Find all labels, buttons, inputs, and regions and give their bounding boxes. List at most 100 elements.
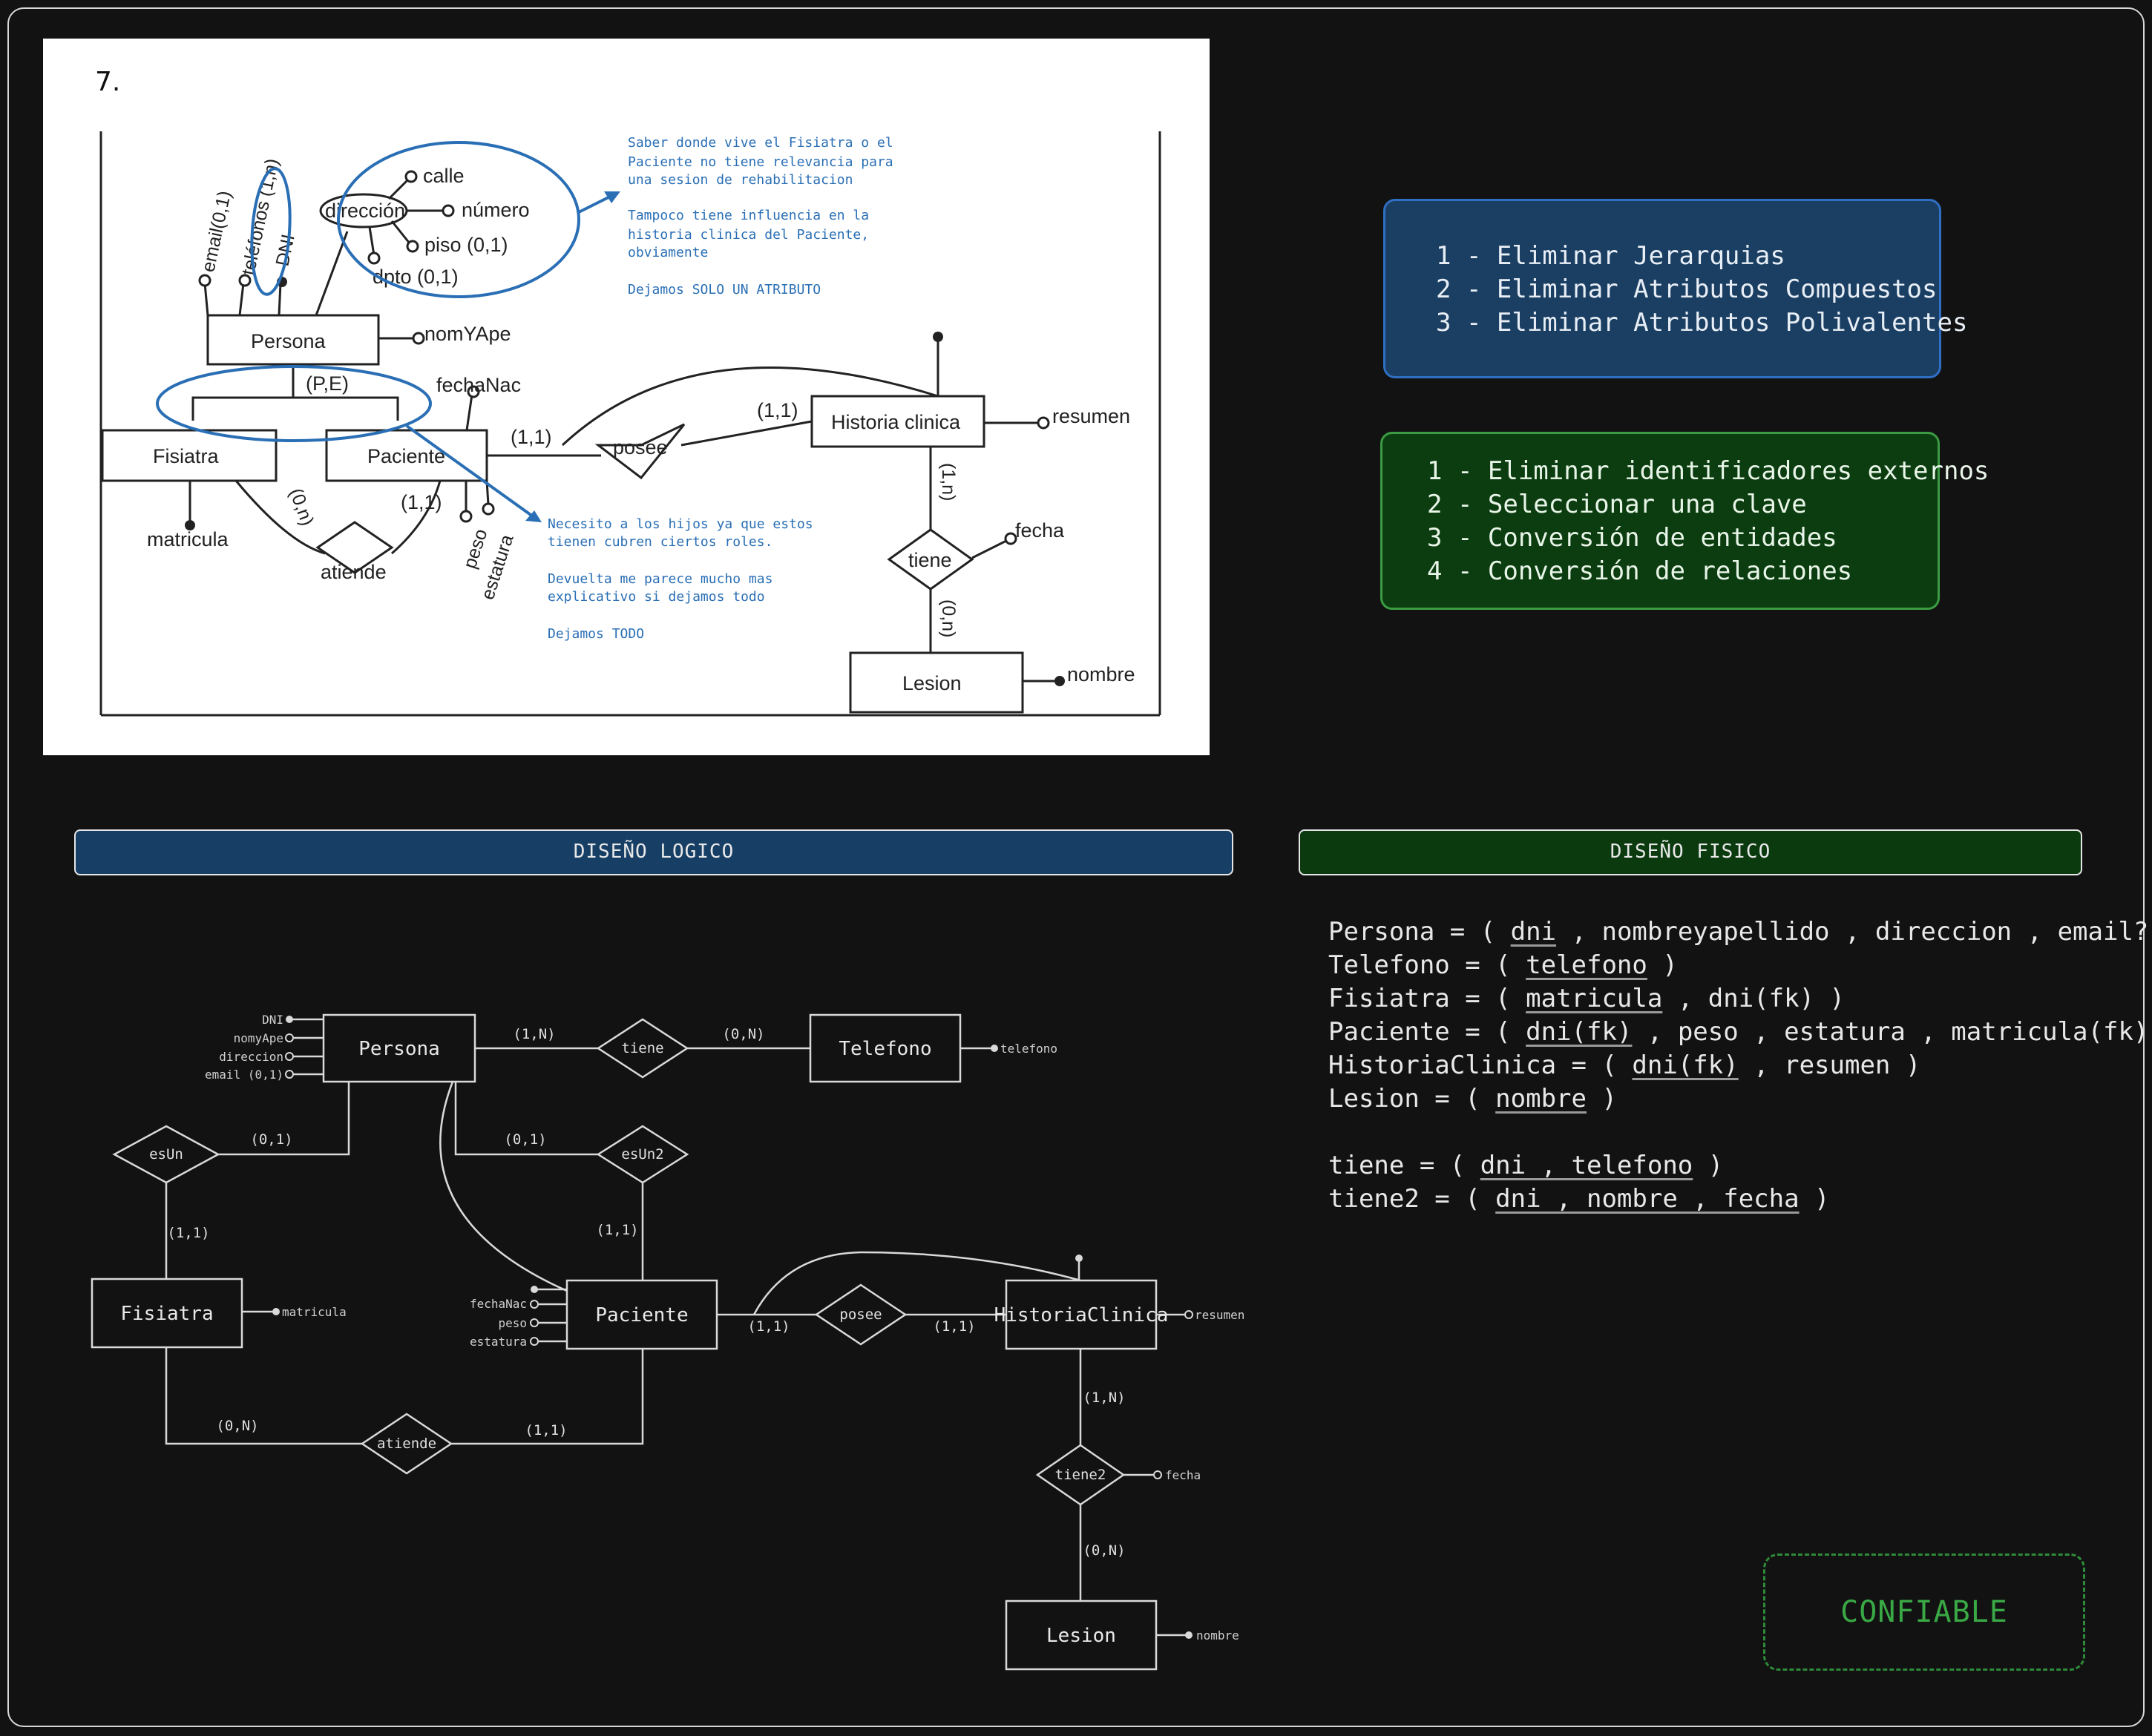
logical-attr-telefono: telefono [1000,1042,1057,1056]
physical-blank-line [1328,1116,2152,1149]
physical-key-segment: dni(fk) [1632,1051,1739,1080]
physical-relation-line: Persona = ( dni , nombreyapellido , dire… [1328,915,2152,949]
svg-text:una sesion de rehabilitacion: una sesion de rehabilitacion [628,172,853,188]
logical-card-atiende-left: (0,N) [216,1418,258,1434]
logical-tiene2-label: tiene2 [1055,1467,1106,1483]
src-card-atiende-right: (1,1) [401,491,442,513]
physical-text-segment: , peso , estatura , matricula(fk) ) [1632,1017,2152,1047]
logical-attr-email: email (0,1) [205,1068,283,1082]
logical-card-posee-left: (1,1) [747,1318,790,1335]
svg-text:Dejamos TODO: Dejamos TODO [548,626,644,642]
src-fisiatra-label: Fisiatra [153,445,219,467]
logical-card-esun-top: (0,1) [250,1131,292,1148]
annot-direccion-circle [337,141,580,298]
physical-design-text: Persona = ( dni , nombreyapellido , dire… [1328,915,2152,1216]
src-historia-label: Historia clinica [831,411,961,433]
source-diagram-svg: Persona Fisiatra Paciente Historia clini… [99,131,1161,717]
src-attr-numero: número [462,199,530,221]
src-attr-matricula: matricula [147,528,229,550]
src-attr-nomyape: nomYApe [424,323,511,345]
physical-steps-box: 1 - Eliminar identificadores externos 2 … [1380,432,1989,610]
src-card-tiene-top: (1,n) [938,463,959,501]
src-attr-dpto: dpto (0,1) [373,266,459,288]
src-atiende-diamond [315,521,394,574]
svg-text:Saber donde vive el Fisiatra o: Saber donde vive el Fisiatra o el [628,135,893,151]
logical-persona-label: Persona [358,1038,440,1060]
physical-key-segment: telefono [1526,950,1647,980]
logical-attr-dni: DNI [262,1013,283,1027]
src-attr-fecha: fecha [1015,519,1065,542]
src-paciente-box [325,429,488,482]
physical-text-segment: Fisiatra = ( [1328,984,1526,1013]
physical-text-segment: , dni(fk) ) [1662,984,1845,1013]
src-card-tiene-bottom: (0,n) [938,599,959,637]
physical-step-4: 4 - Conversión de relaciones [1427,556,1853,586]
logical-attr-direccion: direccion [219,1050,283,1064]
logical-tiene-diamond [596,1018,689,1079]
physical-step-1: 1 - Eliminar identificadores externos [1427,456,1989,486]
logical-historia-label: HistoriaClinica [994,1304,1169,1326]
src-attr-resumen: resumen [1052,405,1130,427]
physical-key-segment: nombre [1495,1084,1587,1114]
source-diagram-image: 7. [43,39,1210,755]
logical-fisiatra-label: Fisiatra [120,1303,213,1325]
src-attr-fechanac: fechaNac [436,374,521,396]
src-card-posee-right: (1,1) [757,399,798,421]
physical-text-segment: ) [1799,1184,1830,1214]
logical-step-3: 3 - Eliminar Atributos Polivalentes [1436,308,1968,338]
physical-relation-line: tiene = ( dni , telefono ) [1328,1149,2152,1183]
logical-attr-peso: peso [498,1316,527,1330]
src-attr-pe: (P,E) [306,372,349,395]
src-atiende-label: atiende [321,561,387,583]
logical-posee-diamond [814,1283,908,1346]
src-attr-piso: piso (0,1) [424,234,508,256]
src-attr-nombre: nombre [1067,663,1135,685]
logical-attr-nomyape: nomyApe [234,1031,283,1045]
logical-card-posee-right: (1,1) [933,1318,975,1335]
physical-text-segment: tiene = ( [1328,1151,1480,1180]
logical-card-esun-bottom: (1,1) [167,1225,209,1241]
logical-esUn-label: esUn [149,1146,183,1163]
svg-text:Dejamos SOLO UN ATRIBUTO: Dejamos SOLO UN ATRIBUTO [628,282,821,297]
annot-note-bottom: Necesito a los hijos ya que estos tienen… [548,516,813,642]
physical-key-segment: dni(fk) [1526,1017,1633,1047]
svg-text:Paciente no tiene relevancia p: Paciente no tiene relevancia para [628,154,893,170]
logical-card-esun2-top: (0,1) [504,1131,546,1148]
logical-attr-nombre: nombre [1196,1628,1239,1643]
physical-text-segment: Lesion = ( [1328,1084,1496,1114]
canvas-frame [7,7,2145,1727]
physical-relation-line: Lesion = ( nombre ) [1328,1082,2152,1116]
physical-text-segment: tiene2 = ( [1328,1184,1496,1214]
src-lesion-label: Lesion [902,672,962,694]
svg-text:obviamente: obviamente [628,245,708,260]
src-persona-label: Persona [251,330,327,352]
src-paciente-label: Paciente [367,445,445,467]
logical-card-tiene-right: (0,N) [722,1026,764,1042]
physical-text-segment: Paciente = ( [1328,1017,1526,1047]
logical-posee-label: posee [839,1306,882,1323]
physical-relation-line: Telefono = ( telefono ) [1328,949,2152,982]
src-attr-calle: calle [423,165,465,187]
logical-attr-resumen: resumen [1195,1308,1244,1322]
logical-card-atiende-right: (1,1) [525,1422,567,1439]
logical-design-header: DISEÑO LOGICO [74,829,1233,875]
physical-relation-line: HistoriaClinica = ( dni(fk) , resumen ) [1328,1049,2152,1082]
logical-attr-fechanac: fechaNac [470,1297,527,1311]
svg-text:tienen cubren ciertos roles.: tienen cubren ciertos roles. [548,534,772,550]
exercise-number: 7. [95,67,121,97]
logical-telefono-label: Telefono [839,1038,931,1060]
logical-card-tiene2-bottom: (0,N) [1083,1542,1125,1559]
physical-text-segment: ) [1587,1084,1617,1114]
logical-paciente-label: Paciente [595,1304,688,1326]
svg-text:historia clinica del Paciente,: historia clinica del Paciente, [628,227,869,243]
physical-key-segment: matricula [1526,984,1663,1013]
logical-steps-box: 1 - Eliminar Jerarquias 2 - Eliminar Atr… [1383,199,1968,378]
physical-key-segment: dni , telefono [1480,1151,1693,1180]
physical-key-segment: dni , nombre , fecha [1495,1184,1800,1214]
physical-step-3: 3 - Conversión de entidades [1427,523,1837,553]
src-tiene-diamond [887,528,974,591]
physical-text-segment: Persona = ( [1328,917,1511,947]
logical-lesion-label: Lesion [1046,1625,1116,1647]
logical-attr-fecha: fecha [1165,1468,1201,1482]
